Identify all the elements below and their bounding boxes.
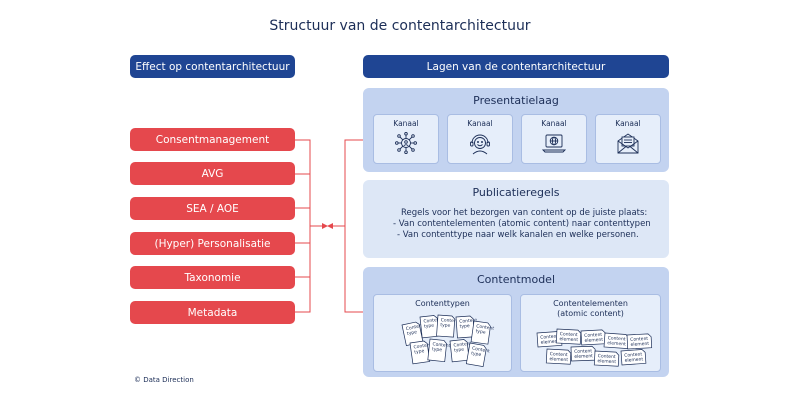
envelope-icon <box>617 133 639 154</box>
svg-text:element: element <box>630 341 649 348</box>
content-element-doc-icon: Contentelement <box>570 345 596 362</box>
content-model-title: Contentmodel <box>477 273 555 286</box>
svg-text:element: element <box>607 340 626 347</box>
svg-text:Content: Content <box>584 332 602 339</box>
channel-card: Kanaal <box>447 114 513 164</box>
svg-text:element: element <box>559 336 578 343</box>
channel-label: Kanaal <box>467 119 493 128</box>
effect-item-consentmanagement: Consentmanagement <box>130 128 295 151</box>
svg-text:Content: Content <box>624 352 643 359</box>
svg-text:type: type <box>459 323 470 330</box>
svg-text:Content: Content <box>453 341 472 349</box>
network-icon <box>395 132 417 154</box>
svg-text:type: type <box>454 347 465 354</box>
svg-text:element: element <box>624 356 643 363</box>
channel-card: Kanaal <box>373 114 439 164</box>
publication-rule-intro: Regels voor het bezorgen van content op … <box>401 208 648 218</box>
effect-header: Effect op contentarchitectuur <box>130 55 295 78</box>
svg-text:type: type <box>432 346 443 353</box>
channel-label: Kanaal <box>393 119 419 128</box>
svg-text:type: type <box>414 348 425 355</box>
content-element-doc-icon: Contentelement <box>555 328 582 345</box>
content-element-doc-icon: Contentelement <box>545 348 572 365</box>
content-type-doc-icon: Contenttype <box>409 340 432 365</box>
effect-item-sea-aoe: SEA / AOE <box>130 197 295 220</box>
smiley-person-icon <box>470 134 490 155</box>
channel-card: Kanaal <box>521 114 587 164</box>
content-element-doc-icon: Contentelement <box>580 329 607 346</box>
content-type-doc-icon: Contenttype <box>465 342 491 368</box>
arrow-right-icon <box>322 223 328 229</box>
content-element-doc-icon: Contentelement <box>620 349 647 366</box>
svg-text:type: type <box>440 322 451 329</box>
content-elements-title-line1: Contentelementen <box>553 299 628 308</box>
presentation-layer-panel: Presentatielaag Kanaal Kanaal <box>363 88 669 172</box>
page-title: Structuur van de contentarchitectuur <box>269 18 531 34</box>
svg-text:element: element <box>584 337 603 344</box>
publication-rules-panel: Publicatieregels Regels voor het bezorge… <box>363 180 669 258</box>
content-types-title: Contenttypen <box>415 299 470 308</box>
svg-text:element: element <box>540 338 559 345</box>
content-type-doc-icon: Contenttype <box>449 339 472 363</box>
copyright-text: © Data Direction <box>134 376 194 384</box>
svg-text:Content: Content <box>598 353 616 360</box>
effect-item-personalisatie: (Hyper) Personalisatie <box>130 232 295 255</box>
svg-text:type: type <box>471 350 482 358</box>
presentation-layer-title: Presentatielaag <box>473 94 559 107</box>
effect-item-taxonomie: Taxonomie <box>130 266 295 289</box>
svg-text:Content: Content <box>550 351 568 358</box>
channel-label: Kanaal <box>541 119 567 128</box>
svg-text:Content: Content <box>476 323 495 331</box>
svg-text:element: element <box>597 358 616 365</box>
svg-text:Content: Content <box>440 317 459 324</box>
svg-text:type: type <box>406 329 417 337</box>
svg-text:Content: Content <box>574 348 592 355</box>
svg-text:Content: Content <box>630 336 648 343</box>
content-element-doc-icon: Contentelement <box>593 350 620 367</box>
publication-rules-title: Publicatieregels <box>472 186 560 199</box>
effect-item-avg: AVG <box>130 162 295 185</box>
svg-text:type: type <box>424 323 435 330</box>
content-type-doc-icon: Contenttype <box>401 321 424 346</box>
svg-text:Content: Content <box>432 341 451 349</box>
svg-text:Content: Content <box>607 335 626 342</box>
svg-text:Content: Content <box>413 342 432 350</box>
content-type-doc-icon: Contenttype <box>436 314 459 338</box>
laptop-globe-icon <box>541 134 567 153</box>
content-element-documents: ContentelementContentelementContenteleme… <box>536 328 653 367</box>
content-type-doc-icon: Contenttype <box>427 338 451 363</box>
svg-text:Content: Content <box>540 334 559 341</box>
svg-text:element: element <box>549 356 568 363</box>
svg-text:Content: Content <box>405 323 424 333</box>
content-elements-title-line2: (atomic content) <box>557 309 624 318</box>
content-element-doc-icon: Contentelement <box>603 332 630 350</box>
arrow-left-icon <box>327 223 333 229</box>
content-elements-card: Contentelementen (atomic content) Conten… <box>520 294 661 372</box>
svg-text:Content: Content <box>423 317 442 325</box>
svg-text:Content: Content <box>560 331 578 338</box>
effect-item-metadata: Metadata <box>130 301 295 324</box>
content-element-doc-icon: Contentelement <box>536 331 563 348</box>
layers-header: Lagen van de contentarchitectuur <box>363 55 669 78</box>
publication-rule-1: - Van contentelementen (atomic content) … <box>393 219 651 229</box>
channel-label: Kanaal <box>615 119 641 128</box>
content-type-documents: ContenttypeContenttypeContenttypeContent… <box>401 314 495 368</box>
channel-card: Kanaal <box>595 114 661 164</box>
content-type-doc-icon: Contenttype <box>470 320 495 345</box>
content-element-doc-icon: Contentelement <box>626 333 653 350</box>
svg-text:Content: Content <box>472 345 491 354</box>
svg-text:type: type <box>475 328 486 335</box>
svg-text:Content: Content <box>459 318 478 325</box>
publication-rule-2: - Van contenttype naar welk kanalen en w… <box>397 230 639 240</box>
svg-text:element: element <box>574 353 593 360</box>
